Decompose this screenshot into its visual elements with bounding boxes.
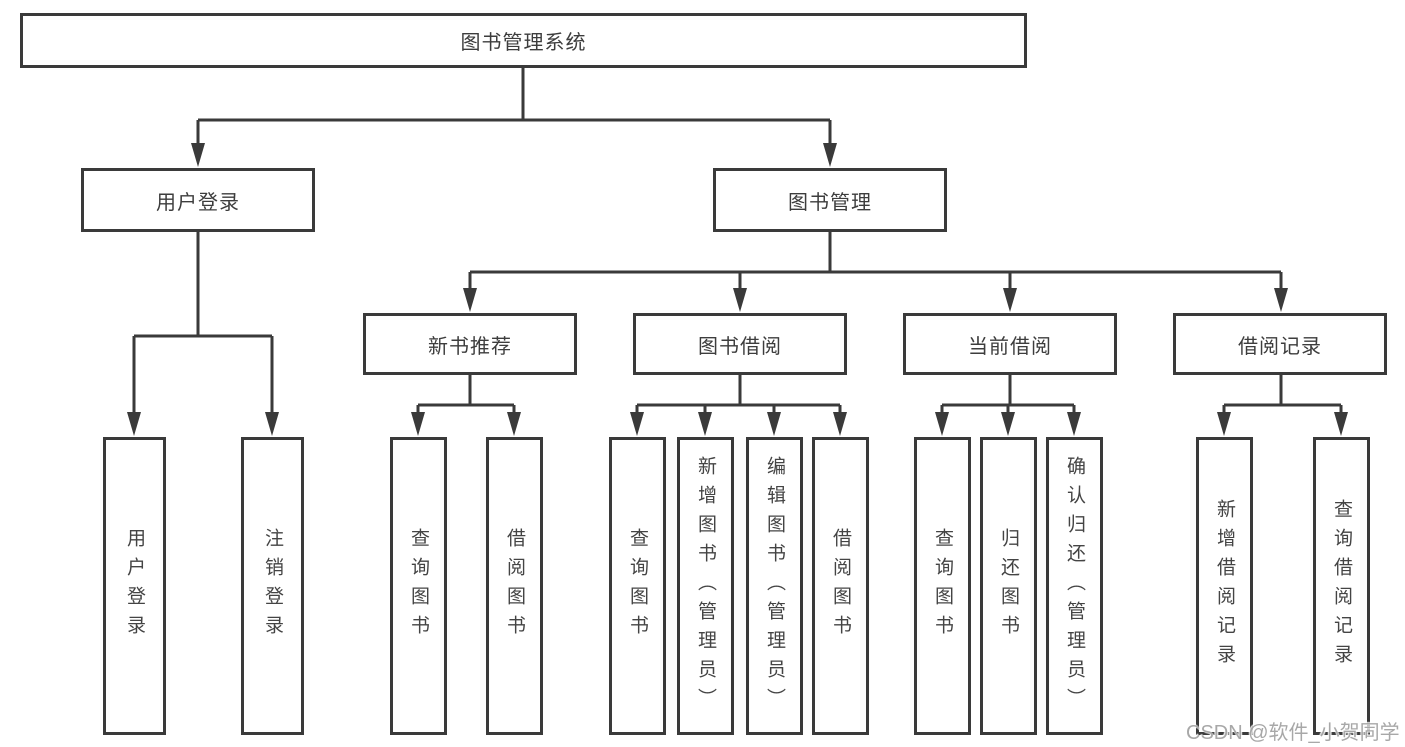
leaf-current-confirm-return-admin: 确认归还（管理员） (1046, 437, 1103, 735)
node-new-book-recommend-label: 新书推荐 (428, 335, 512, 358)
leaf-records-add-record-label: 新增借阅记录 (1214, 499, 1235, 673)
node-root-label: 图书管理系统 (460, 32, 587, 54)
leaf-current-confirm-return-admin-label: 确认归还（管理员） (1064, 455, 1085, 717)
leaf-borrowing-borrow-book-label: 借阅图书 (830, 528, 851, 644)
leaf-borrowing-add-book-admin-label: 新增图书（管理员） (695, 455, 716, 717)
leaf-recommend-query-book-label: 查询图书 (408, 528, 429, 644)
leaf-recommend-query-book: 查询图书 (390, 437, 447, 735)
node-book-management: 图书管理 (713, 168, 947, 232)
leaf-logout: 注销登录 (241, 437, 304, 735)
leaf-user-login-label: 用户登录 (124, 528, 145, 644)
leaf-borrowing-query-book-label: 查询图书 (627, 528, 648, 644)
arrowhead-icons (127, 143, 1348, 436)
leaf-current-query-book: 查询图书 (914, 437, 971, 735)
node-current-borrowing: 当前借阅 (903, 313, 1117, 375)
leaf-current-return-book-label: 归还图书 (998, 528, 1019, 644)
node-borrow-records: 借阅记录 (1173, 313, 1387, 375)
leaf-borrowing-query-book: 查询图书 (609, 437, 666, 735)
node-root: 图书管理系统 (20, 13, 1027, 68)
node-user-login-label: 用户登录 (156, 191, 240, 214)
watermark: CSDN @软件_小贺同学 (1186, 722, 1400, 744)
leaf-records-add-record: 新增借阅记录 (1196, 437, 1253, 735)
node-new-book-recommend: 新书推荐 (363, 313, 577, 375)
leaf-records-query-record: 查询借阅记录 (1313, 437, 1370, 735)
leaf-recommend-borrow-book: 借阅图书 (486, 437, 543, 735)
connector-lines (132, 68, 1343, 415)
leaf-borrowing-add-book-admin: 新增图书（管理员） (677, 437, 734, 735)
leaf-recommend-borrow-book-label: 借阅图书 (504, 528, 525, 644)
node-book-management-label: 图书管理 (788, 191, 872, 214)
node-user-login: 用户登录 (81, 168, 315, 232)
leaf-records-query-record-label: 查询借阅记录 (1331, 499, 1352, 673)
leaf-borrowing-edit-book-admin: 编辑图书（管理员） (746, 437, 803, 735)
node-book-borrowing: 图书借阅 (633, 313, 847, 375)
node-current-borrowing-label: 当前借阅 (968, 335, 1052, 358)
leaf-borrowing-borrow-book: 借阅图书 (812, 437, 869, 735)
node-book-borrowing-label: 图书借阅 (698, 335, 782, 358)
leaf-current-query-book-label: 查询图书 (932, 528, 953, 644)
leaf-current-return-book: 归还图书 (980, 437, 1037, 735)
leaf-logout-label: 注销登录 (262, 528, 283, 644)
leaf-borrowing-edit-book-admin-label: 编辑图书（管理员） (764, 455, 785, 717)
node-borrow-records-label: 借阅记录 (1238, 335, 1322, 358)
leaf-user-login: 用户登录 (103, 437, 166, 735)
